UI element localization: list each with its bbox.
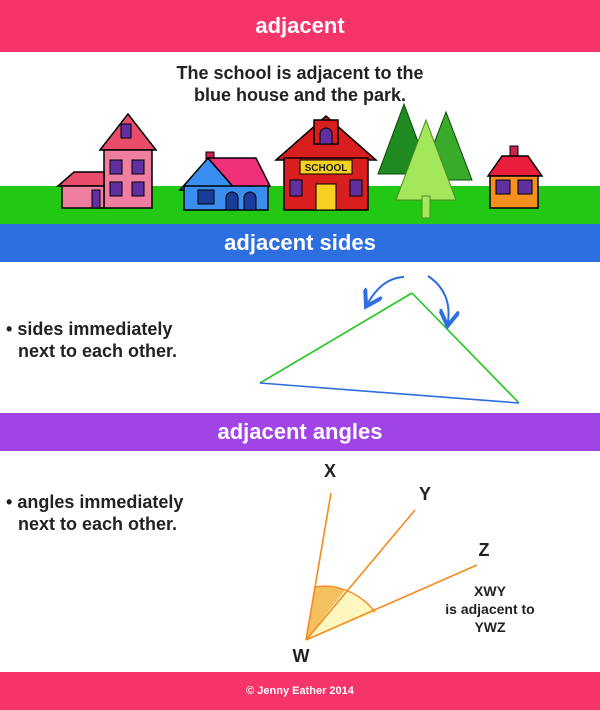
label-y: Y xyxy=(419,484,431,504)
sides-line-1: sides immediately xyxy=(17,319,173,339)
adjacent-angles-definition: • angles immediately next to each other. xyxy=(6,491,183,535)
label-z: Z xyxy=(479,540,490,560)
arrow-right-icon xyxy=(427,275,449,322)
angles-line-2: next to each other. xyxy=(18,514,178,534)
arrow-left-icon xyxy=(368,276,405,303)
ray-wx xyxy=(305,492,332,641)
adjacent-angles-banner: adjacent angles xyxy=(0,413,600,451)
footer-banner: © Jenny Eather 2014 xyxy=(0,672,600,710)
intro-line-1: The school is adjacent to the xyxy=(176,63,424,83)
label-w: W xyxy=(293,646,310,666)
pink-house xyxy=(56,112,158,209)
school-building: SCHOOL xyxy=(274,115,378,211)
ray-wy xyxy=(305,509,416,641)
school-sign: SCHOOL xyxy=(305,163,348,174)
park-trees xyxy=(377,102,473,219)
triangle-figure xyxy=(259,275,520,404)
angle-ywz-fill xyxy=(306,590,375,640)
note-line-2: is adjacent to xyxy=(445,601,534,617)
bullet-dot: • xyxy=(6,492,13,512)
angle-xwy-fill xyxy=(306,586,345,640)
bullet-dot: • xyxy=(6,319,13,339)
page-title: adjacent xyxy=(255,13,345,38)
adjacent-sides-definition: • sides immediately next to each other. xyxy=(6,318,177,362)
title-banner: adjacent xyxy=(0,0,600,52)
adjacent-sides-banner: adjacent sides xyxy=(0,224,600,262)
intro-caption: The school is adjacent to the blue house… xyxy=(0,62,600,106)
blue-house xyxy=(178,151,272,211)
side-base xyxy=(259,382,520,404)
sides-line-2: next to each other. xyxy=(18,341,178,361)
note-line-1: XWY xyxy=(474,583,507,599)
note-line-3: YWZ xyxy=(474,619,506,635)
side-right xyxy=(411,292,520,404)
angle-figure: X Y Z W XWY is adjacent to YWZ xyxy=(293,461,535,666)
ray-wz xyxy=(305,564,478,641)
intro-line-2: blue house and the park. xyxy=(193,85,407,105)
label-x: X xyxy=(324,461,336,481)
adjacent-sides-title: adjacent sides xyxy=(224,230,376,255)
orange-house xyxy=(486,145,544,209)
side-left xyxy=(259,292,413,384)
adjacent-angles-title: adjacent angles xyxy=(217,419,383,444)
angles-line-1: angles immediately xyxy=(17,492,184,512)
copyright-text: © Jenny Eather 2014 xyxy=(246,685,354,697)
neighbourhood-scene: SCHOOL xyxy=(0,102,600,224)
